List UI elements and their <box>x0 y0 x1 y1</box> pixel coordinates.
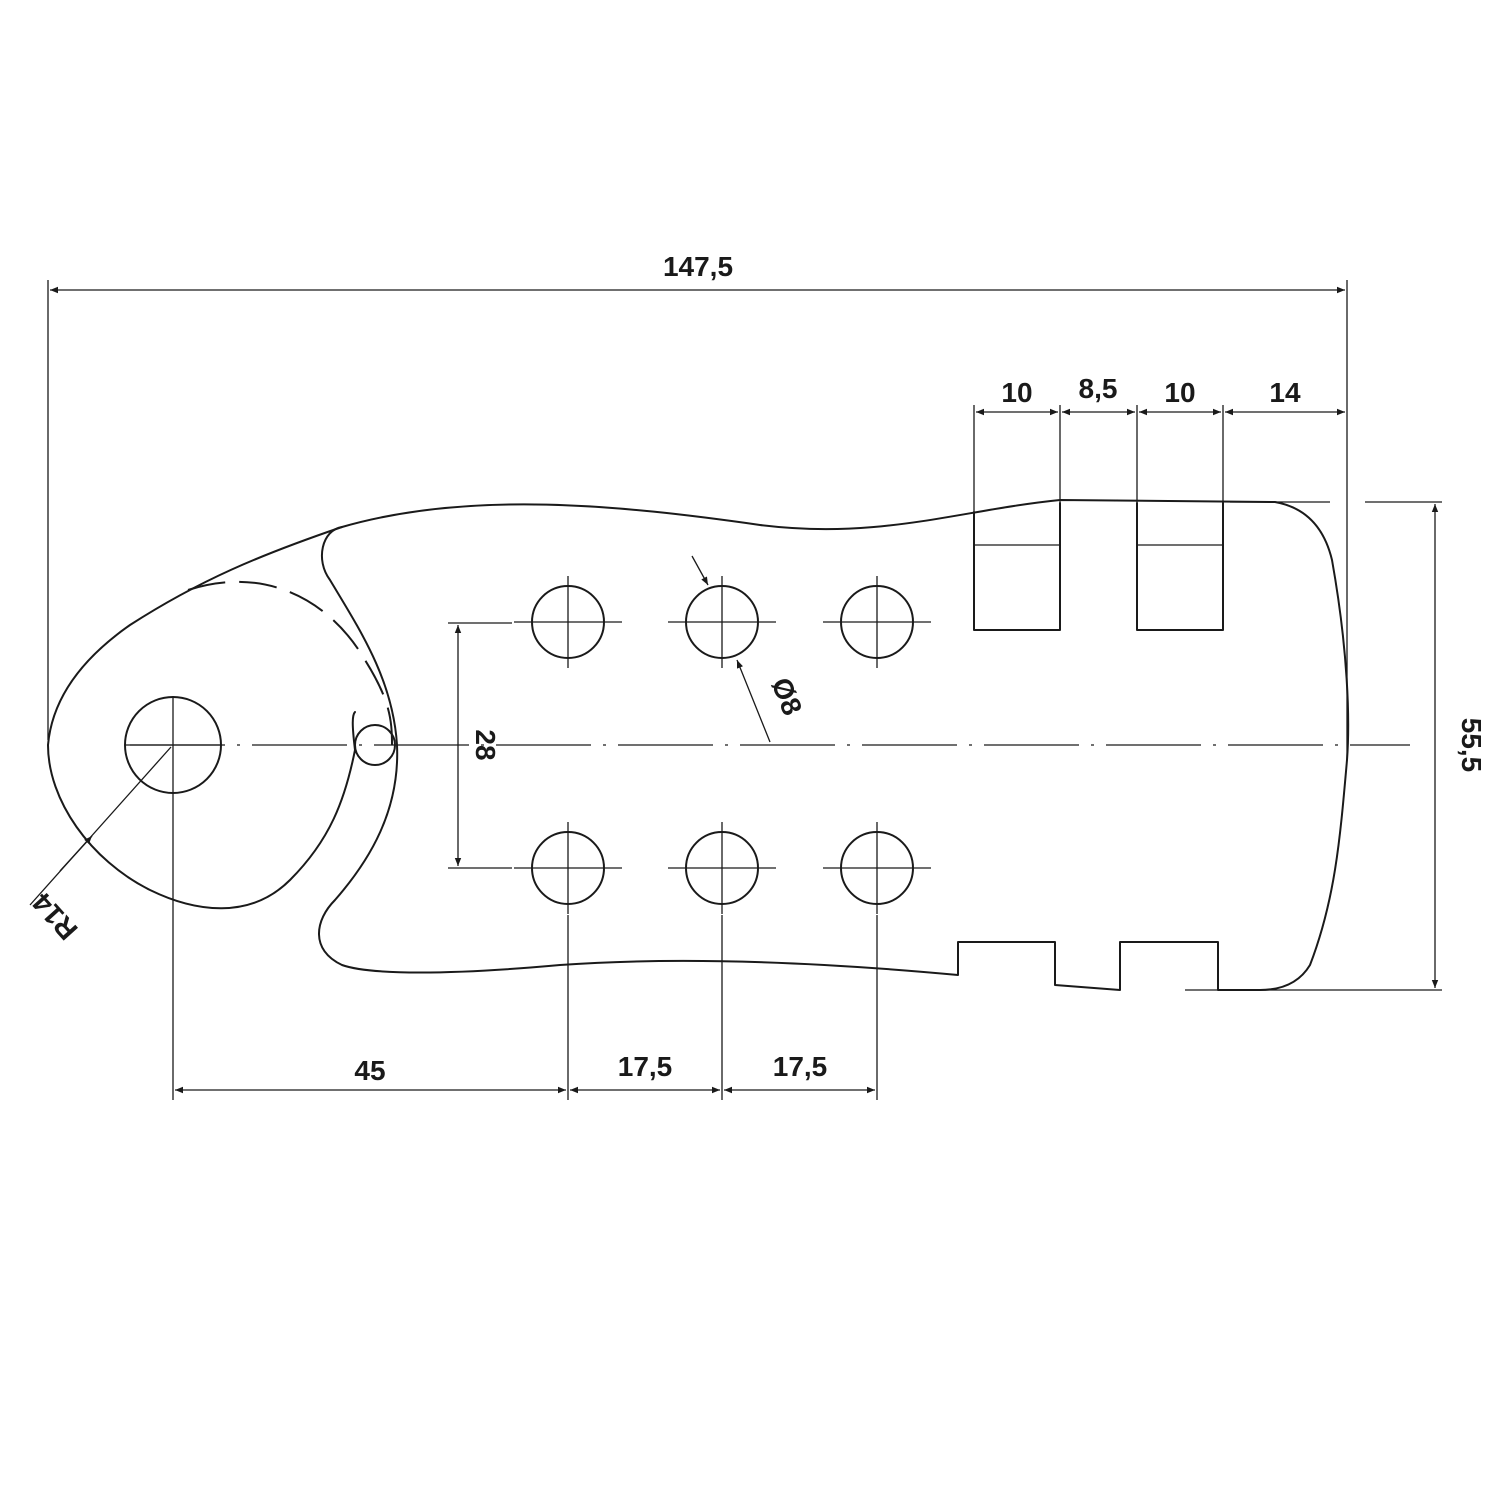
leader-diameter-top <box>691 555 709 586</box>
dim-hole-diameter: Ø8 <box>765 673 808 719</box>
leader-diameter <box>736 659 771 743</box>
dim-slot-gap: 8,5 <box>1079 373 1118 404</box>
dimensions: 147,5 10 8,5 10 14 55,5 28 Ø8 R14 <box>26 251 1487 1100</box>
dim-overall-height: 55,5 <box>1456 718 1487 773</box>
dim-slot-width-2: 10 <box>1164 377 1195 408</box>
slot-2 <box>1136 502 1224 631</box>
slot-1 <box>973 502 1061 631</box>
dim-hole-row-spacing: 28 <box>470 729 501 760</box>
dim-slot-width-1: 10 <box>1001 377 1032 408</box>
dim-pivot-to-holes: 45 <box>354 1055 385 1086</box>
leader-radius-arrow <box>59 835 93 872</box>
dim-hole-pitch-2: 17,5 <box>773 1051 828 1082</box>
dim-pivot-radius: R14 <box>26 887 84 946</box>
leader-radius <box>29 746 172 906</box>
hole-grid <box>514 576 931 914</box>
dim-slot-end-offset: 14 <box>1269 377 1301 408</box>
top-slots <box>973 502 1224 631</box>
hidden-arc <box>187 580 393 746</box>
holes <box>124 576 931 1100</box>
pivot-lobe <box>47 526 356 910</box>
dim-overall-length: 147,5 <box>663 251 733 282</box>
small-hole <box>354 724 396 766</box>
dim-hole-pitch-1: 17,5 <box>618 1051 673 1082</box>
